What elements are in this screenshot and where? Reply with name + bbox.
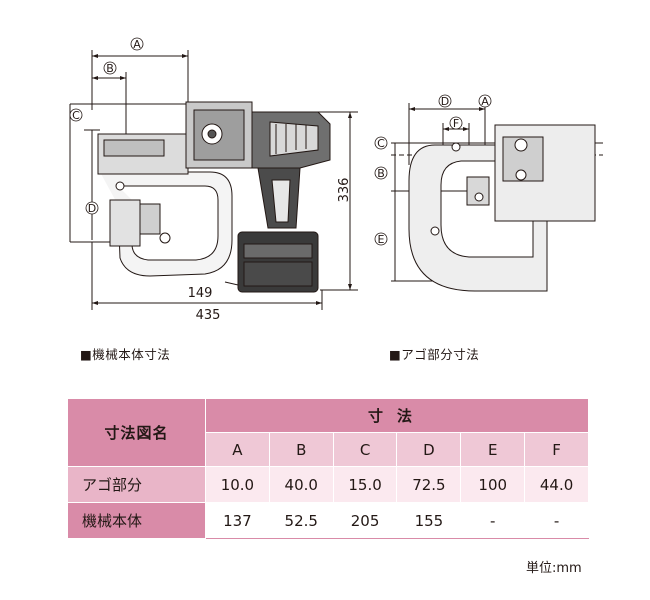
- left-label-c: C: [72, 109, 80, 122]
- column-header: C: [332, 432, 398, 467]
- row-label: アゴ部分: [67, 466, 206, 503]
- left-label-d: D: [88, 202, 96, 215]
- right-label-b: B: [377, 167, 385, 180]
- battery-width-value: 149: [188, 286, 213, 301]
- column-header: F: [524, 432, 589, 467]
- unit-note: 単位:mm: [526, 561, 582, 576]
- table-cell: 44.0: [524, 466, 589, 503]
- right-label-a: A: [481, 95, 489, 108]
- right-label-c: C: [377, 137, 385, 150]
- table-cell: 137: [205, 502, 270, 539]
- table-row: 機械本体 137 52.5 205 155 - -: [67, 502, 589, 539]
- jaw-drawing: D A F C B E: [374, 94, 603, 292]
- table-group-header: 寸法: [205, 398, 589, 433]
- table-cell: -: [460, 502, 526, 539]
- jaw-caption: ■アゴ部分寸法: [389, 347, 480, 362]
- table-cell: 40.0: [268, 466, 334, 503]
- column-header: E: [460, 432, 526, 467]
- left-label-b: B: [106, 62, 114, 75]
- total-width-value: 435: [196, 308, 221, 323]
- table-corner-header: 寸法図名: [67, 398, 206, 467]
- column-header: A: [205, 432, 270, 467]
- table-row: アゴ部分 10.0 40.0 15.0 72.5 100 44.0: [67, 466, 589, 503]
- table-cell: 52.5: [268, 502, 334, 539]
- height-dimension-value: 336: [337, 178, 352, 203]
- dimension-table: 寸法図名 寸法 A B C D E F アゴ部分 10.0 40.0 15.0 …: [67, 398, 589, 539]
- right-label-f: F: [453, 117, 459, 130]
- table-cell: -: [524, 502, 589, 539]
- table-cell: 15.0: [332, 466, 398, 503]
- machine-body-drawing: A B C D 336 435 149: [69, 37, 358, 323]
- machine-body-caption: ■機械本体寸法: [80, 347, 171, 362]
- row-label: 機械本体: [67, 502, 206, 539]
- table-cell: 100: [460, 466, 526, 503]
- table-cell: 205: [332, 502, 398, 539]
- column-header: B: [268, 432, 334, 467]
- right-label-d: D: [441, 95, 449, 108]
- table-cell: 10.0: [205, 466, 270, 503]
- table-cell: 155: [396, 502, 462, 539]
- table-cell: 72.5: [396, 466, 462, 503]
- left-label-a: A: [133, 38, 141, 51]
- right-label-e: E: [378, 233, 385, 246]
- column-header: D: [396, 432, 462, 467]
